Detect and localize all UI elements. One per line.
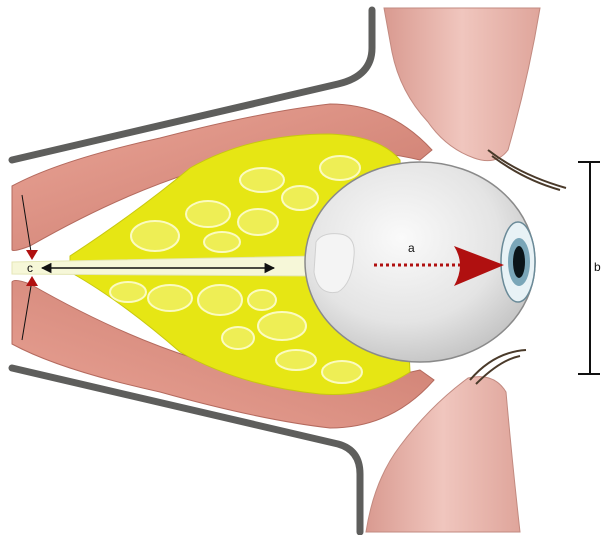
- label-b: b: [594, 260, 601, 274]
- optic-nerve: [12, 256, 318, 276]
- label-a: a: [408, 241, 415, 255]
- label-c: c: [27, 261, 33, 275]
- c-arrowhead-top: [26, 250, 38, 260]
- pupil: [513, 246, 525, 278]
- c-arrowhead-bottom: [26, 276, 38, 286]
